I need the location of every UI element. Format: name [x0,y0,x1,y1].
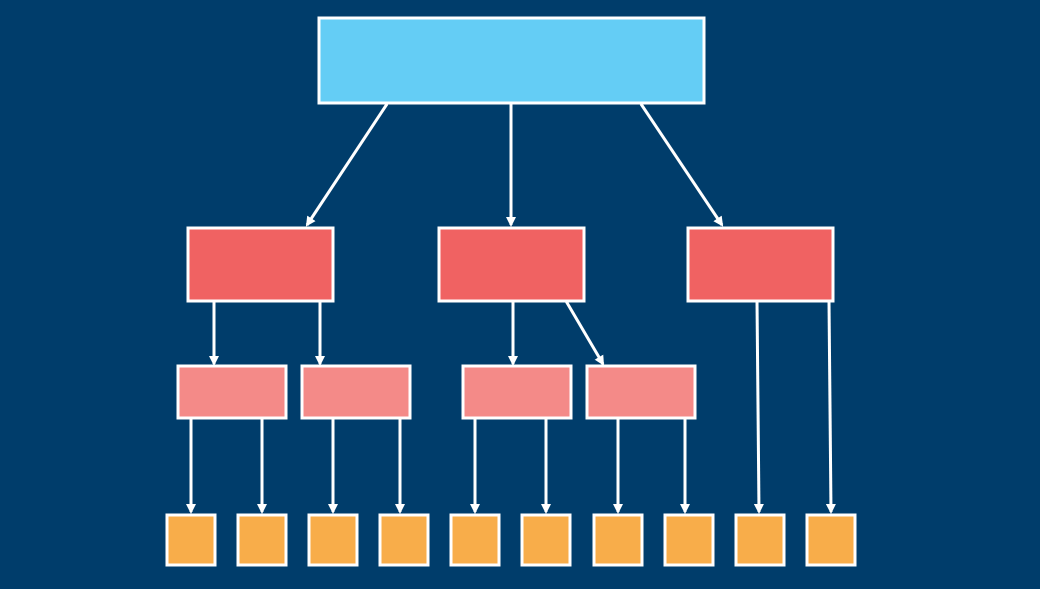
arrow-root-to-l2-right [639,103,724,227]
node-leaf-8 [663,513,715,567]
node-leaf-9 [734,513,786,567]
node-root [317,16,706,105]
arrow-l2-middle-to-l3-4 [564,300,605,366]
arrow-l2-right-to-leaf-9 [753,300,764,514]
node-l2-right [686,226,835,303]
node-leaf-2 [236,513,288,567]
node-leaf-6 [520,513,572,567]
node-leaf-3 [307,513,359,567]
arrow-l2-right-to-leaf-10 [825,300,836,514]
node-leaf-10 [805,513,857,567]
node-l3-3 [461,364,573,420]
node-l3-2 [300,364,412,420]
arrow-root-to-l2-left [305,103,389,227]
node-leaf-5 [449,513,501,567]
node-l3-1 [176,364,288,420]
node-leaf-1 [165,513,217,567]
node-l2-left [186,226,335,303]
node-l3-4 [585,364,697,420]
node-layer [165,16,857,567]
node-l2-middle [437,226,586,303]
connector-layer [186,103,836,514]
node-leaf-4 [378,513,430,567]
node-leaf-7 [592,513,644,567]
